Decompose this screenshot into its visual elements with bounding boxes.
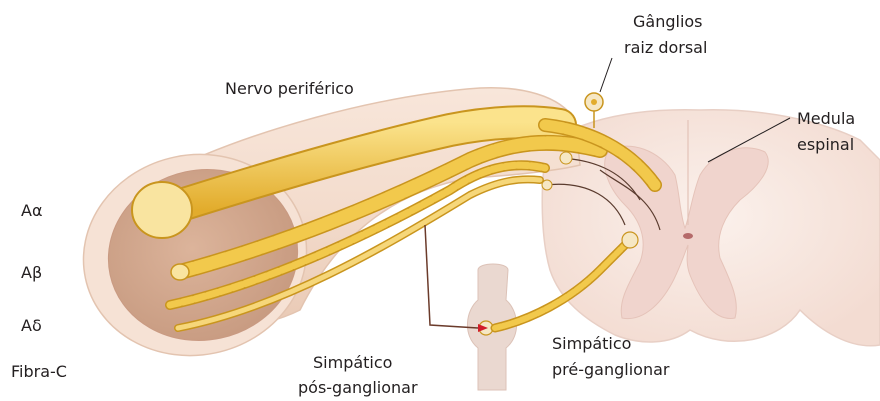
label-raiz-dorsal: raiz dorsal [624, 38, 707, 58]
label-simpatico-pre: Simpático [552, 334, 631, 354]
ganglios-leader-line [600, 58, 612, 92]
label-ganglios: Gânglios [633, 12, 703, 32]
label-nervo-periferico: Nervo periférico [225, 79, 354, 99]
label-pre-ganglionar: pré-ganglionar [552, 360, 669, 380]
label-a-alpha: Aα [21, 201, 43, 221]
label-pos-ganglionar: pós-ganglionar [298, 378, 418, 398]
label-simpatico-pos: Simpático [313, 353, 392, 373]
label-espinal: espinal [797, 135, 854, 155]
a-alpha-fiber-end [132, 182, 192, 238]
label-medula: Medula [797, 109, 855, 129]
label-a-delta: Aδ [21, 316, 42, 336]
label-a-beta: Aβ [21, 263, 42, 283]
label-fibra-c: Fibra-C [11, 362, 67, 382]
